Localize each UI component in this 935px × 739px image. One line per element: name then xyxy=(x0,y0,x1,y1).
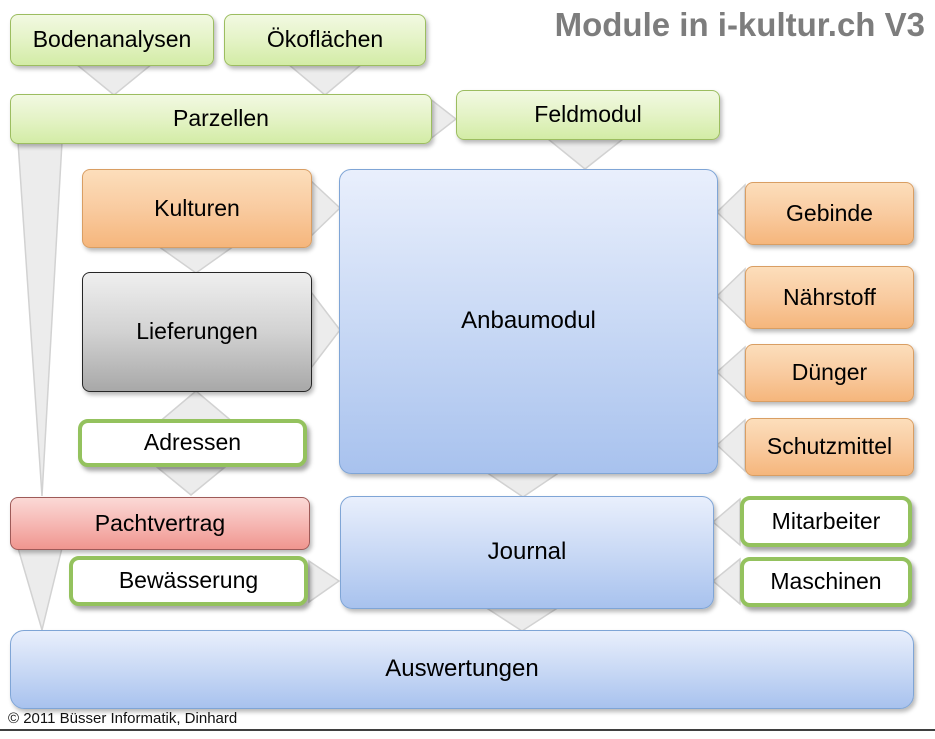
node-feldmodul: Feldmodul xyxy=(456,90,720,140)
bottom-divider xyxy=(0,729,935,731)
node-pachtvertrag: Pachtvertrag xyxy=(10,497,310,550)
arrow-schutzmittel-to-anbaumodul xyxy=(715,418,746,473)
arrow-parzellen-to-feldmodul xyxy=(428,96,458,142)
node-maschinen: Maschinen xyxy=(740,557,912,607)
arrow-gebinde-to-anbaumodul xyxy=(715,183,746,241)
node-auswertungen: Auswertungen xyxy=(10,630,914,709)
arrow-kulturen-to-anbaumodul xyxy=(310,179,342,238)
arrow-anbaumodul-to-journal xyxy=(483,471,563,498)
arrow-bewaesserung-to-journal xyxy=(308,559,341,604)
arrow-kulturen-to-lieferungen xyxy=(155,245,237,274)
arrow-parzellen-to-pachtvertrag xyxy=(17,141,63,497)
node-journal: Journal xyxy=(340,496,714,609)
node-oekoflaechen: Ökoflächen xyxy=(224,14,426,66)
arrow-feldmodul-to-anbaumodul xyxy=(545,138,626,170)
arrow-duenger-to-anbaumodul xyxy=(715,345,746,400)
arrow-naehrstoff-to-anbaumodul xyxy=(715,267,746,325)
arrow-mitarbeiter-to-journal xyxy=(711,497,741,547)
arrow-bodenanalysen-to-parzellen xyxy=(73,63,155,96)
node-kulturen: Kulturen xyxy=(82,169,312,248)
node-bewaesserung: Bewässerung xyxy=(69,556,308,606)
node-schutzmittel: Schutzmittel xyxy=(745,418,914,476)
node-naehrstoff: Nährstoff xyxy=(745,266,914,329)
arrow-oekoflaechen-to-parzellen xyxy=(285,63,365,96)
node-mitarbeiter: Mitarbeiter xyxy=(740,496,912,547)
arrow-lieferungen-to-anbaumodul xyxy=(310,289,341,371)
arrow-pachtvertrag-to-auswertungen xyxy=(16,547,63,633)
node-parzellen: Parzellen xyxy=(10,94,432,144)
arrow-adressen-to-pachtvertrag xyxy=(155,467,227,496)
node-anbaumodul: Anbaumodul xyxy=(339,169,718,474)
node-duenger: Dünger xyxy=(745,344,914,402)
arrow-maschinen-to-journal xyxy=(711,557,741,606)
node-lieferungen: Lieferungen xyxy=(82,272,312,392)
node-gebinde: Gebinde xyxy=(745,182,914,245)
arrow-journal-to-auswertungen xyxy=(482,606,562,632)
node-bodenanalysen: Bodenanalysen xyxy=(10,14,214,66)
page-title: Module in i-kultur.ch V3 xyxy=(554,6,925,43)
copyright-text: © 2011 Büsser Informatik, Dinhard xyxy=(8,710,238,727)
node-adressen: Adressen xyxy=(78,419,307,467)
